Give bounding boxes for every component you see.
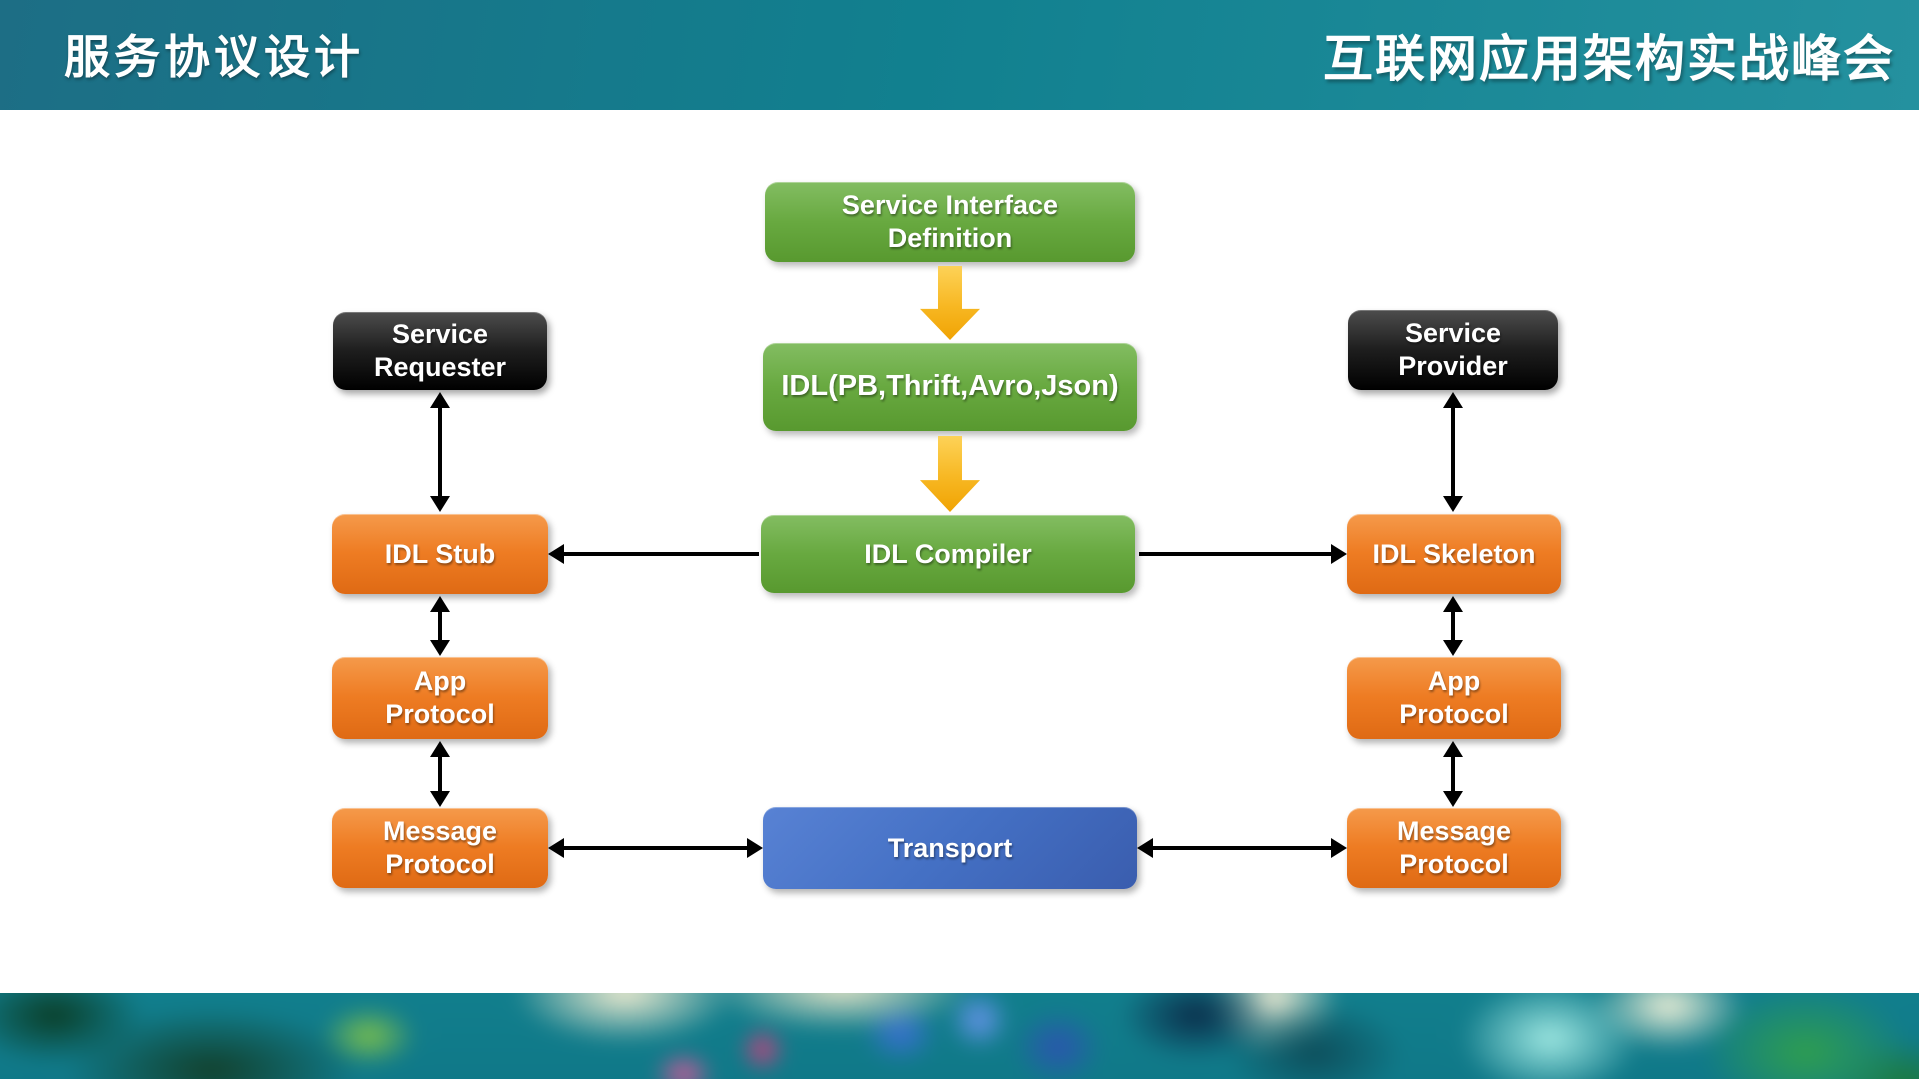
box-service-requester: Service Requester	[333, 312, 547, 390]
conference-title: 互联网应用架构实战峰会	[1323, 31, 1895, 87]
arrow-shaft	[438, 405, 442, 499]
arrowhead-left-icon	[548, 544, 564, 564]
box-service-provider: Service Provider	[1348, 310, 1558, 390]
box-transport: Transport	[763, 807, 1137, 889]
double-arrow-provider-skeleton	[1443, 392, 1463, 512]
box-app-protocol-left: App Protocol	[332, 657, 548, 739]
box-service-interface-definition: Service Interface Definition	[765, 182, 1135, 262]
box-idl-skeleton: IDL Skeleton	[1347, 514, 1561, 594]
arrowhead-down-icon	[1443, 640, 1463, 656]
arrow-shaft	[438, 754, 442, 794]
arrowhead-up-icon	[430, 741, 450, 757]
down-arrow-icon	[920, 436, 980, 512]
footer-city-lights-image	[0, 993, 1919, 1079]
arrow-shaft	[1451, 609, 1455, 643]
arrow-shaft	[1139, 552, 1334, 556]
double-arrow-app-message	[1443, 741, 1463, 807]
arrowhead-right-icon	[747, 838, 763, 858]
box-message-protocol-right: Message Protocol	[1347, 808, 1561, 888]
arrow-compiler-to-skeleton	[1137, 544, 1347, 564]
arrowhead-left-icon	[1137, 838, 1153, 858]
double-arrow-skeleton-app	[1443, 596, 1463, 656]
arrowhead-up-icon	[1443, 741, 1463, 757]
slide-title: 服务协议设计	[64, 32, 364, 83]
arrow-shaft	[438, 609, 442, 643]
header-bar: 服务协议设计 互联网应用架构实战峰会	[0, 0, 1919, 110]
double-arrow-transport-message	[1137, 838, 1347, 858]
arrowhead-down-icon	[430, 640, 450, 656]
arrowhead-up-icon	[1443, 596, 1463, 612]
arrow-shaft	[1451, 754, 1455, 794]
double-arrow-message-transport	[548, 838, 763, 858]
arrowhead-down-icon	[1443, 496, 1463, 512]
arrowhead-up-icon	[1443, 392, 1463, 408]
box-app-protocol-right: App Protocol	[1347, 657, 1561, 739]
double-arrow-requester-stub	[430, 392, 450, 512]
box-idl-compiler: IDL Compiler	[761, 515, 1135, 593]
footer-blur-layer	[0, 993, 1919, 1079]
arrow-shaft	[561, 552, 759, 556]
arrow-compiler-to-stub	[548, 544, 761, 564]
box-idl-languages: IDL(PB,Thrift,Avro,Json)	[763, 343, 1137, 431]
box-idl-stub: IDL Stub	[332, 514, 548, 594]
arrow-shaft	[561, 846, 750, 850]
arrowhead-down-icon	[430, 496, 450, 512]
double-arrow-stub-app	[430, 596, 450, 656]
arrowhead-up-icon	[430, 392, 450, 408]
down-arrow-icon	[920, 266, 980, 340]
arrowhead-down-icon	[1443, 791, 1463, 807]
arrow-shaft	[1150, 846, 1334, 850]
arrow-shaft	[1451, 405, 1455, 499]
arrowhead-right-icon	[1331, 544, 1347, 564]
arrowhead-left-icon	[548, 838, 564, 858]
arrowhead-down-icon	[430, 791, 450, 807]
arrowhead-right-icon	[1331, 838, 1347, 858]
box-message-protocol-left: Message Protocol	[332, 808, 548, 888]
arrowhead-up-icon	[430, 596, 450, 612]
double-arrow-app-message	[430, 741, 450, 807]
